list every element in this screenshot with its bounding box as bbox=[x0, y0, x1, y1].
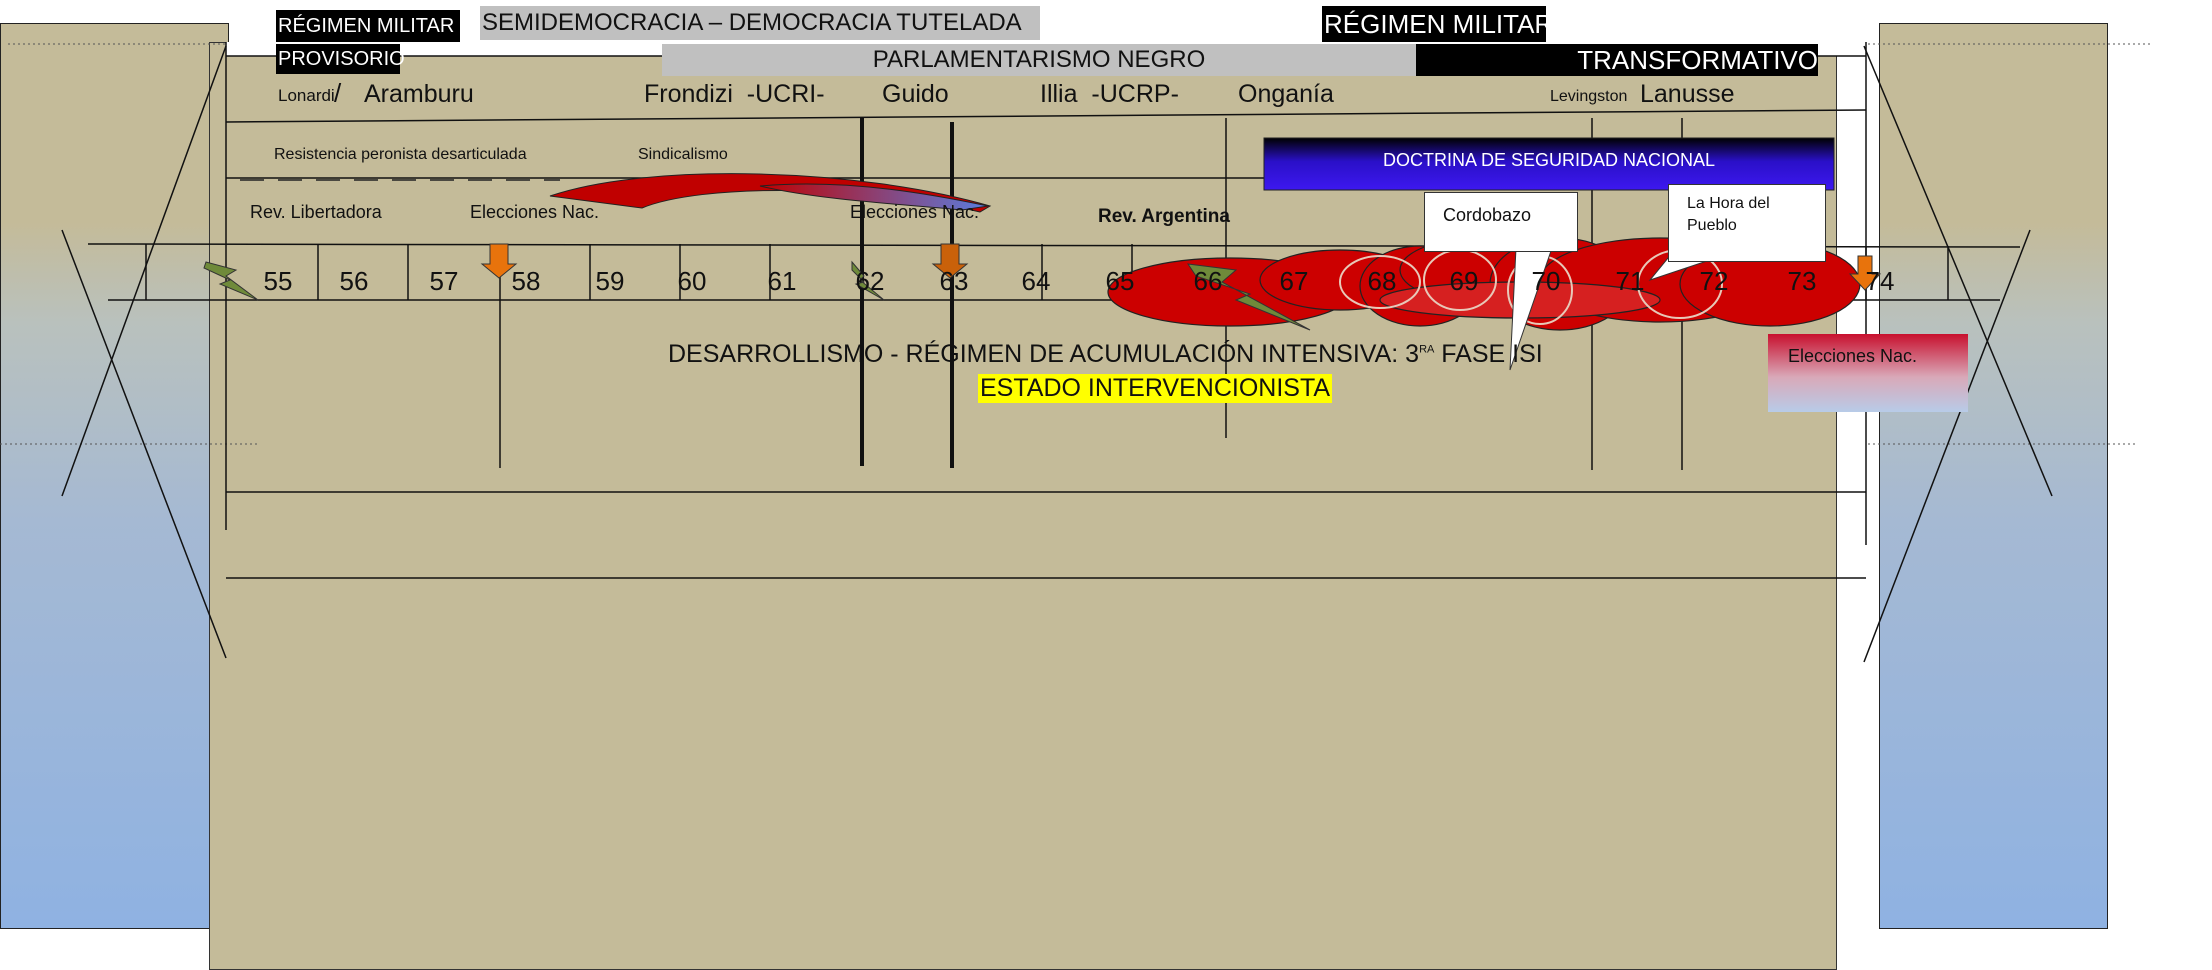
president-ongania: Onganía bbox=[1238, 80, 1334, 109]
president-separator: / bbox=[334, 78, 341, 109]
cordobazo-callout: Cordobazo bbox=[1424, 192, 1578, 252]
desarrollismo-text: DESARROLLISMO - RÉGIMEN DE ACUMULACIÓN I… bbox=[668, 340, 1419, 368]
year-label: 63 bbox=[924, 266, 984, 297]
hora-del-pueblo-callout: La Hora del Pueblo bbox=[1668, 184, 1826, 262]
regimen-militar-transformativo-label: RÉGIMEN MILITAR bbox=[1322, 6, 1546, 42]
regimen-militar-provisorio-label: RÉGIMEN MILITAR bbox=[276, 10, 460, 42]
desarrollismo-superscript: RA bbox=[1419, 344, 1434, 356]
year-label: 74 bbox=[1850, 266, 1910, 297]
elecciones-label-1: Elecciones Nac. bbox=[470, 202, 599, 223]
year-label: 69 bbox=[1434, 266, 1494, 297]
elecciones-label-3: Elecciones Nac. bbox=[1788, 346, 1917, 367]
desarrollismo-text-end: FASE ISI bbox=[1434, 340, 1542, 368]
year-label: 73 bbox=[1772, 266, 1832, 297]
president-lanusse: Lanusse bbox=[1640, 80, 1735, 109]
year-label: 66 bbox=[1178, 266, 1238, 297]
year-label: 70 bbox=[1516, 266, 1576, 297]
president-frondizi: Frondizi -UCRI- bbox=[644, 80, 825, 109]
president-lonardi: Lonardi bbox=[278, 86, 335, 106]
desarrollismo-caption: DESARROLLISMO - RÉGIMEN DE ACUMULACIÓN I… bbox=[668, 340, 1543, 369]
estado-interventionista-caption: ESTADO INTERVENCIONISTA bbox=[978, 374, 1332, 403]
hora-del-pueblo-label: La Hora del Pueblo bbox=[1687, 193, 1807, 237]
president-levingston: Levingston bbox=[1550, 88, 1627, 106]
sindicalismo-label: Sindicalismo bbox=[638, 146, 728, 164]
year-label: 61 bbox=[752, 266, 812, 297]
year-label: 60 bbox=[662, 266, 722, 297]
cordobazo-label: Cordobazo bbox=[1443, 205, 1531, 226]
year-label: 71 bbox=[1600, 266, 1660, 297]
year-label: 55 bbox=[248, 266, 308, 297]
resistencia-label: Resistencia peronista desarticulada bbox=[274, 146, 527, 164]
rev-libertadora-label: Rev. Libertadora bbox=[250, 202, 382, 223]
year-label: 65 bbox=[1090, 266, 1150, 297]
regimen-militar-provisorio-label-2: PROVISORIO bbox=[276, 44, 400, 74]
year-label: 59 bbox=[580, 266, 640, 297]
year-label: 64 bbox=[1006, 266, 1066, 297]
parlamentarismo-label: PARLAMENTARISMO NEGRO bbox=[662, 44, 1416, 76]
regimen-militar-transformativo-label-2: TRANSFORMATIVO bbox=[1416, 44, 1818, 76]
year-label: 58 bbox=[496, 266, 556, 297]
year-label: 72 bbox=[1684, 266, 1744, 297]
year-label: 56 bbox=[324, 266, 384, 297]
year-label: 67 bbox=[1264, 266, 1324, 297]
president-aramburu: Aramburu bbox=[364, 80, 474, 109]
elecciones-label-2: Elecciones Nac. bbox=[850, 202, 979, 223]
president-guido: Guido bbox=[882, 80, 949, 109]
president-illia: Illia -UCRP- bbox=[1040, 80, 1179, 109]
year-label: 57 bbox=[414, 266, 474, 297]
rev-argentina-label: Rev. Argentina bbox=[1098, 206, 1230, 228]
doctrina-label: DOCTRINA DE SEGURIDAD NACIONAL bbox=[1264, 150, 1834, 171]
semidemocracia-label: SEMIDEMOCRACIA – DEMOCRACIA TUTELADA bbox=[480, 6, 1040, 40]
year-label: 68 bbox=[1352, 266, 1412, 297]
year-label: 62 bbox=[840, 266, 900, 297]
